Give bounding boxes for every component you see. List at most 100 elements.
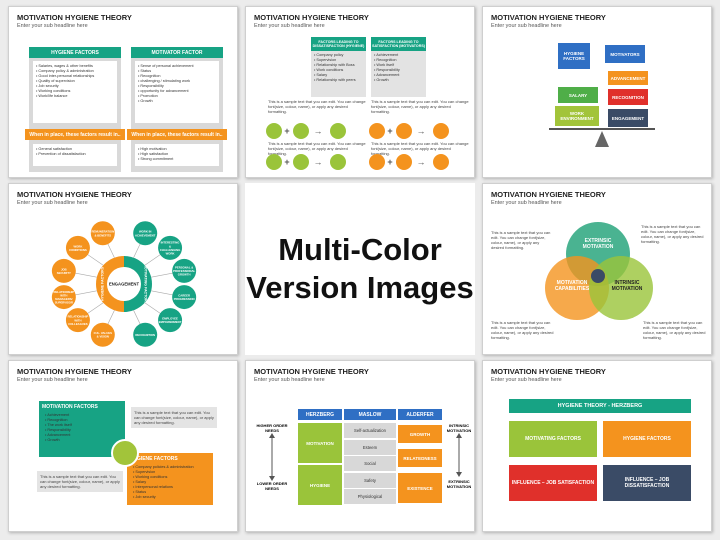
influence-satisfaction-box: INFLUENCE – JOB SATISFACTION [509, 465, 597, 501]
tile-subtitle: Enter your sub headline here [254, 23, 325, 29]
intrinsic-label: INTRINSIC MOTIVATION [611, 280, 643, 292]
petal-label: CONDITIONS [69, 248, 87, 252]
thumbnail-engagement-wheel[interactable]: MOTIVATION HYGIENE THEORY Enter your sub… [8, 183, 238, 355]
equation-circle [396, 154, 412, 170]
petal [133, 322, 158, 347]
petal [133, 221, 158, 246]
petal-label: JOB [61, 267, 67, 271]
equation-circle [330, 123, 346, 139]
motivator-header: MOTIVATOR FACTOR [131, 47, 223, 58]
equation-circle [433, 123, 449, 139]
salary-block: SALARY [558, 87, 598, 103]
list-item: Achievement [45, 413, 119, 418]
list-item: Responsibility [138, 84, 216, 89]
higher-needs-label: HIGHER ORDER NEEDS [256, 423, 288, 433]
list-item: Growth [45, 438, 119, 443]
relatedness-cell: RELATEDNESS [398, 449, 442, 467]
sample-text: This is a sample text that you can edit.… [643, 320, 706, 340]
extrinsic-label: EXTRINSIC MOTIVATION [446, 479, 472, 489]
equation-circle [369, 123, 385, 139]
lower-needs-label: LOWER ORDER NEEDS [256, 481, 288, 491]
maslow-level: Self-actualization [344, 423, 396, 438]
thumbnail-herzberg-grid[interactable]: MOTIVATION HYGIENE THEORY Enter your sub… [482, 360, 712, 532]
list-item: Advancement [45, 433, 119, 438]
venn-diagram [545, 222, 653, 320]
list-item: Company policy & administration [36, 69, 114, 74]
plus-icon: + [284, 157, 289, 167]
list-item: Company policies & administration [133, 465, 207, 470]
motivation-cell: MOTIVATION [298, 423, 342, 463]
maslow-level: Safety [344, 472, 396, 488]
list-item: Quality of supervision [36, 79, 114, 84]
list-item: Company policy [314, 53, 364, 58]
equation-circle [266, 154, 282, 170]
tile-subtitle: Enter your sub headline here [17, 200, 88, 206]
list-item: Job security [36, 84, 114, 89]
tile-subtitle: Enter your sub headline here [17, 377, 88, 383]
capabilities-label: MOTIVATION CAPABILITIES [554, 280, 590, 292]
dissatisfaction-list: Company policySupervisionRelationship wi… [314, 53, 364, 83]
list-item: Recognition [374, 58, 424, 63]
hygiene-results: General satisfactionPrevention of dissat… [33, 144, 117, 160]
equation-circle [293, 154, 309, 170]
list-item: Salary [314, 73, 364, 78]
list-item: Strong commitment [138, 157, 216, 162]
double-arrow-icon [269, 433, 462, 481]
motivator-results: High motivationHigh satisfactionStrong c… [135, 144, 219, 165]
petal [65, 235, 90, 260]
list-item: Interpersonal relations [133, 485, 207, 490]
sample-text: This is a sample text that you can edit.… [371, 99, 469, 114]
satisfaction-header: FACTORS LEADING TO SATISFACTION (MOTIVAT… [371, 37, 426, 51]
hygiene-factors-box: HYGIENE FACTORS [603, 421, 691, 457]
thumbnail-venn-motivation[interactable]: MOTIVATION HYGIENE THEORY Enter your sub… [482, 183, 712, 355]
thumbnail-balance-scale[interactable]: MOTIVATION HYGIENE THEORY Enter your sub… [482, 6, 712, 178]
list-item: High satisfaction [138, 152, 216, 157]
thumbnail-hygiene-motivator-columns[interactable]: MOTIVATION HYGIENE THEORY Enter your sub… [8, 6, 238, 178]
list-item: Status [138, 69, 216, 74]
equation-circle [396, 123, 412, 139]
engagement-center [107, 267, 141, 301]
equation-circle [369, 154, 385, 170]
multi-color-caption: Multi-Color Version Images [245, 183, 475, 355]
tile-title: MOTIVATION HYGIENE THEORY [17, 190, 132, 199]
tile-title: MOTIVATION HYGIENE THEORY [491, 13, 606, 22]
petal-label: WITH [74, 318, 81, 322]
list-item: Work/life balance [36, 94, 114, 99]
tile-subtitle: Enter your sub headline here [254, 377, 325, 383]
motivating-ring-label: MOTIVATING FACTORS [144, 264, 148, 305]
thumbnail-theory-comparison[interactable]: MOTIVATION HYGIENE THEORY Enter your sub… [245, 360, 475, 532]
list-item: High motivation [138, 147, 216, 152]
petal [158, 235, 183, 260]
tile-subtitle: Enter your sub headline here [17, 23, 88, 29]
connector-circle [111, 439, 139, 467]
list-item: Achievement [374, 53, 424, 58]
petal [158, 308, 183, 333]
work-environment-block: WORK ENVIRONMENT [555, 106, 599, 126]
sample-text: This is a sample text that you can edit.… [641, 224, 704, 244]
petal-label: RECOGNITION [135, 333, 155, 337]
petal [172, 258, 197, 283]
hygiene-factors-box: HYGIENE FACTORS [558, 43, 590, 69]
thumbnail-factor-callouts[interactable]: MOTIVATION HYGIENE THEORY Enter your sub… [8, 360, 238, 532]
petal-label: ACHIEVEMENT [135, 233, 156, 237]
list-item: Supervision [314, 58, 364, 63]
hygiene-factors-box: HYGIENE FACTORS Company policies & admin… [127, 453, 213, 505]
list-item: Prevention of dissatisfaction [36, 152, 114, 157]
balance-scale-icon [549, 128, 655, 147]
motivators-box: MOTIVATORS [605, 45, 645, 63]
sample-text: This is a sample text that you can edit.… [491, 320, 554, 340]
tile-title: MOTIVATION HYGIENE THEORY [254, 367, 369, 376]
maslow-header: MASLOW [344, 409, 396, 420]
tile-title: MOTIVATION HYGIENE THEORY [491, 190, 606, 199]
list-item: Relationship with peers [314, 78, 364, 83]
existence-cell: EXISTENCE [398, 473, 442, 503]
thumbnail-factor-equations[interactable]: MOTIVATION HYGIENE THEORY Enter your sub… [245, 6, 475, 178]
list-item: Job security [133, 495, 207, 500]
intrinsic-label: INTRINSIC MOTIVATION [446, 423, 472, 433]
sample-text: This is a sample text that you can edit.… [491, 230, 551, 250]
arrow-icon: → [314, 126, 323, 136]
herzberg-header: HERZBERG [298, 409, 342, 420]
petal-label: COLLEAGUES [68, 322, 88, 326]
petal-label: REMUNERATION [91, 230, 114, 234]
